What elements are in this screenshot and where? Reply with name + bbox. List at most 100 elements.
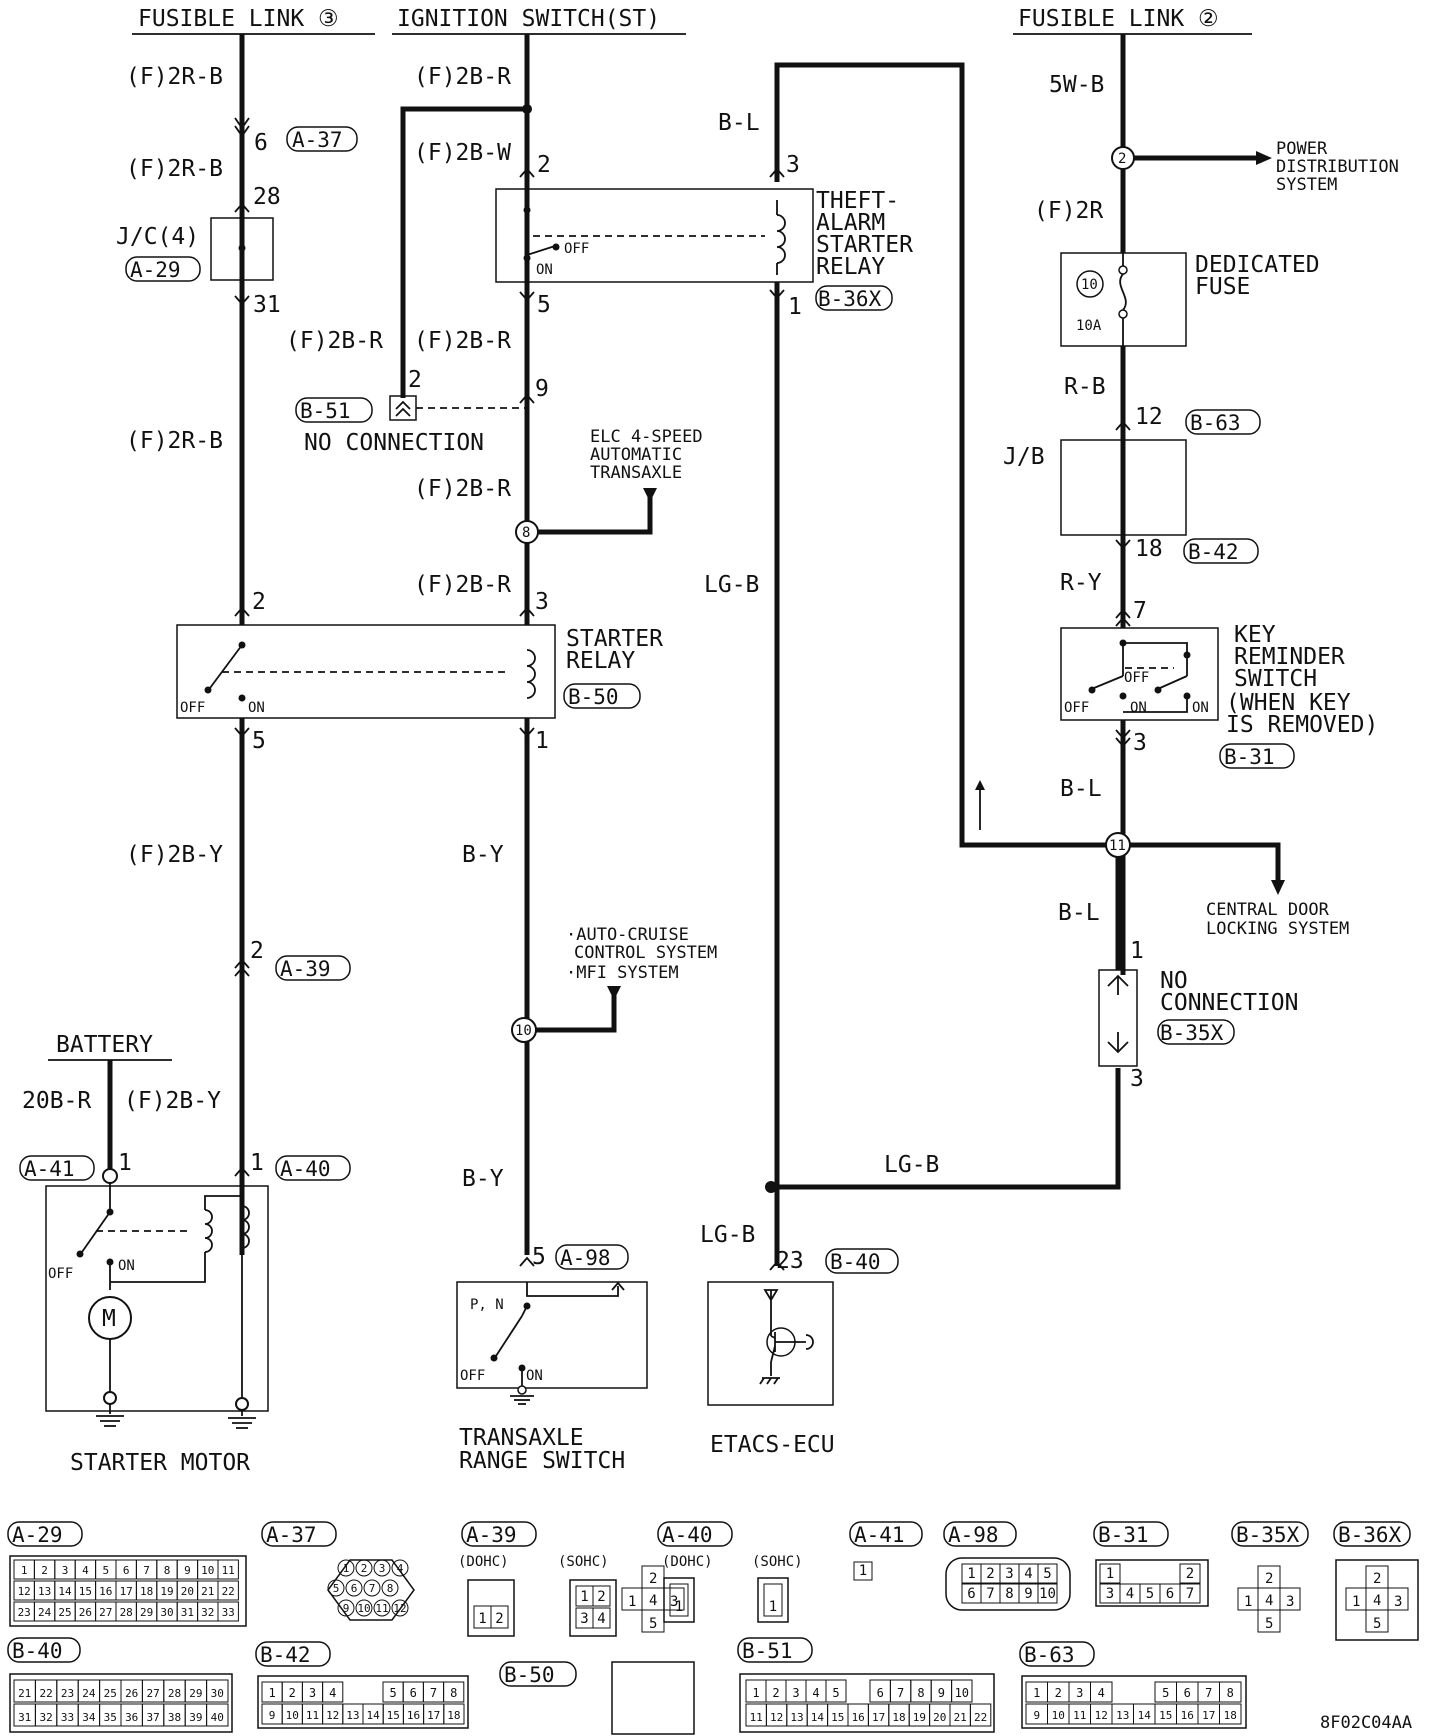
view-b51-body: [739, 1673, 995, 1733]
fuse-amp: 10A: [1076, 318, 1102, 334]
view-ref-b51-outline: [737, 1637, 813, 1663]
view-b42-row2-pin: 14: [366, 1709, 380, 1722]
theft-on: ON: [536, 262, 553, 278]
pin-1-theft: 1: [788, 294, 802, 320]
wire-bl-top: [774, 62, 1118, 848]
view-a39-dohc-label: (DOHC): [458, 1554, 509, 1570]
no-connection-b51-label: NO CONNECTION: [304, 430, 484, 456]
dedicated-fuse-line-1: DEDICATED: [1195, 252, 1320, 278]
key-reminder-line-1: KEY: [1234, 622, 1276, 648]
wire-to-auto-cruise: [536, 990, 617, 1033]
theft-relay-line-4: RELAY: [816, 254, 885, 280]
kr-off: OFF: [1064, 700, 1089, 716]
theft-relay-line-1: THEFT-: [816, 188, 899, 214]
view-a29-row2-pin: 16: [99, 1585, 112, 1598]
view-b51-row1b-pin: 9: [938, 1686, 945, 1700]
view-b63-row2-pin: 16: [1181, 1709, 1194, 1722]
view-b42-row1a-pin: 3: [309, 1686, 316, 1700]
wire-label-lgb-ecu: LG-B: [700, 1222, 755, 1248]
view-b51-row1a-pin: 4: [812, 1686, 819, 1700]
view-b35x-pin: 5: [1265, 1616, 1273, 1632]
view-a37-cavity: [391, 1559, 409, 1577]
view-b36x-pin: 1: [1352, 1594, 1360, 1610]
view-b35x-pin: 1: [1244, 1594, 1252, 1610]
wire-label-f2rb-1: (F)2R-B: [126, 64, 223, 90]
view-b63-row2-cell: [1219, 1703, 1242, 1725]
jb-label: J/B: [1003, 444, 1045, 470]
view-b31-row1a-cell: [1099, 1563, 1121, 1584]
pin-28: 28: [253, 184, 281, 210]
view-a29-row3-pin: 26: [79, 1606, 92, 1619]
view-b40-row2-pin: 31: [18, 1711, 31, 1724]
view-b51-row2-pin: 12: [770, 1711, 783, 1724]
arrow-a40: [234, 1166, 250, 1177]
view-b50-pin: 5: [649, 1616, 657, 1632]
no-connection-b35-line-2: CONNECTION: [1160, 990, 1298, 1016]
view-b63-row1b-pin: 6: [1184, 1686, 1191, 1700]
view-ref-a41-outline: [849, 1521, 923, 1547]
view-b63-row2-pin: 13: [1116, 1709, 1129, 1722]
connector-ref-a98: A-98: [560, 1246, 611, 1270]
view-ref-b36x-outline: [1333, 1521, 1411, 1547]
connector-ref-b42: B-42: [1188, 540, 1239, 564]
view-ref-b50-outline: [499, 1661, 577, 1687]
connector-ref-b31: B-31: [1224, 745, 1275, 769]
view-a37-pin: 4: [397, 1562, 404, 1575]
connector-ref-a40-outline: [275, 1155, 351, 1181]
connector-ref-b50-outline: [563, 683, 641, 709]
view-a37-cavity: [345, 1579, 363, 1597]
arrow-jb-top: [1115, 420, 1131, 431]
ground-icon-1: [96, 1404, 124, 1427]
starter-relay-box: [176, 624, 556, 719]
view-b40-row1-pin: 25: [104, 1687, 117, 1700]
view-b42-row1b-pin: 7: [430, 1686, 437, 1700]
view-ref-a98: A-98: [948, 1523, 999, 1547]
view-a39-sohc-r2-pin: 4: [597, 1611, 605, 1627]
arrow-a98: [519, 1256, 535, 1267]
battery-label: BATTERY: [56, 1032, 153, 1058]
view-b40-row1-pin: 26: [125, 1687, 138, 1700]
starter-relay-coil: [526, 649, 536, 699]
kr-off-mid: OFF: [1124, 670, 1149, 686]
view-b63-row1a-pin: 2: [1055, 1686, 1062, 1700]
view-b40-row2-pin: 40: [211, 1711, 224, 1724]
connector-ref-b40-outline: [825, 1248, 899, 1274]
view-b63-row2-pin: 10: [1052, 1709, 1065, 1722]
view-ref-a40-outline: [657, 1521, 733, 1547]
view-b42-row1a-pin: 2: [289, 1686, 296, 1700]
view-b31-row2-pin: 4: [1126, 1586, 1134, 1602]
view-b51-row2-pin: 14: [811, 1711, 825, 1724]
wire-label-by-1: B-Y: [462, 842, 504, 868]
sr-on: ON: [248, 700, 265, 716]
transaxle-switch-line-2: RANGE SWITCH: [459, 1448, 625, 1474]
diagram-code: 8F02C04AA: [1320, 1713, 1412, 1733]
wire-label-f2bw: (F)2B-W: [414, 140, 511, 166]
connector-ref-a39-outline: [275, 955, 351, 981]
view-a29-row1-pin: 10: [201, 1564, 214, 1577]
power-dist-arrow-icon: [1256, 151, 1272, 165]
motor-on: ON: [118, 1258, 135, 1274]
view-b51-row1b-pin: 7: [897, 1686, 904, 1700]
pin-3-kr: 3: [1133, 730, 1147, 756]
view-ref-a39-outline: [461, 1521, 537, 1547]
view-b42-row2-pin: 16: [407, 1709, 420, 1722]
pin-5-a98: 5: [532, 1244, 546, 1270]
arrow-b40: [769, 1260, 785, 1271]
arrow-sr-3: [519, 606, 535, 617]
view-b50-pin: 3: [670, 1594, 678, 1610]
view-a37-cavity: [373, 1559, 391, 1577]
view-a39-sohc-r1-cell: [592, 1585, 611, 1607]
view-b42-row2-pin: 9: [269, 1709, 276, 1722]
view-b63-row2-pin: 18: [1224, 1709, 1237, 1722]
fusible-link-2-label: FUSIBLE LINK ②: [1018, 6, 1219, 32]
splice-11-label: 11: [1109, 838, 1126, 854]
wire-label-f2br-left: (F)2B-R: [286, 328, 383, 354]
b35x-connector: [1098, 969, 1138, 1067]
view-a40-sohc-cell: [763, 1583, 783, 1617]
view-a40-sohc-label: (SOHC): [752, 1554, 803, 1570]
pin-2-sr: 2: [252, 589, 266, 615]
view-ref-b40-outline: [7, 1637, 81, 1663]
starter-relay-line-1: STARTER: [566, 626, 663, 652]
connector-ref-a29-outline: [125, 256, 201, 282]
